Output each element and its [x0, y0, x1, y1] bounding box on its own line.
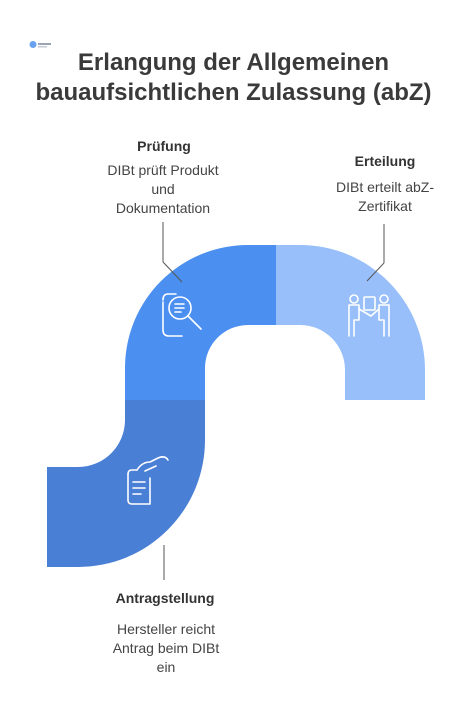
step-desc-pruefung: DIBt prüft Produkt und Dokumentation [88, 161, 238, 218]
step-desc-erteilung: DIBt erteilt abZ- Zertifikat [312, 178, 458, 216]
step-desc-line: Antrag beim DIBt [112, 640, 220, 656]
segment-pruefung [125, 245, 276, 400]
magnifier-document-icon [162, 293, 202, 337]
segment-erteilung [276, 245, 425, 400]
step-desc-line: Dokumentation [115, 200, 211, 216]
leader-line-pruefung-diagonal [162, 261, 183, 283]
step-desc-line: DIBt erteilt abZ- [335, 179, 435, 195]
step-desc-line: ein [156, 659, 176, 675]
step-desc-antragstellung: Hersteller reicht Antrag beim DIBt ein [92, 620, 240, 677]
step-title-pruefung: Prüfung [137, 138, 191, 154]
page-title-line-2: bauaufsichtlichen Zulassung (abZ) [35, 79, 432, 106]
step-title-antragstellung: Antragstellung [115, 590, 215, 606]
document-hand-icon [127, 456, 169, 505]
logo [29, 41, 51, 48]
leader-line-erteilung-diagonal [366, 262, 385, 282]
step-title-erteilung: Erteilung [354, 153, 416, 169]
handover-people-icon [348, 294, 390, 337]
segment-antragstellung [47, 400, 205, 567]
step-desc-line: Hersteller reicht [116, 621, 216, 637]
step-desc-line: DIBt prüft Produkt [107, 162, 219, 178]
step-desc-line: und [151, 181, 175, 197]
step-desc-line: Zertifikat [358, 198, 412, 214]
page-title-line-1: Erlangung der Allgemeinen [77, 49, 390, 76]
